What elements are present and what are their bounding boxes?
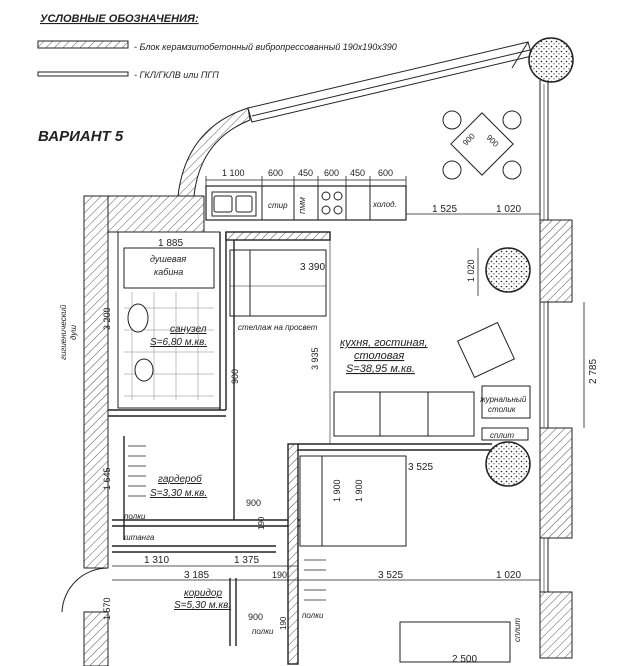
dim-2500: 2 500 [452,654,477,665]
dim-1375: 1 375 [234,555,259,566]
shower-label-1: душевая [150,254,186,264]
stove-label: стир [268,201,288,210]
dim-600c: 600 [378,168,393,178]
living-name: кухня, гостиная, [340,337,428,349]
armchair-icon [456,321,516,379]
dim-190-c: 190 [279,616,288,630]
coffee-table-icon [481,385,531,419]
wardrobe-name: гардероб [158,473,202,485]
living-name-2: столовая [354,350,404,362]
dim-1900-a: 1 900 [332,479,342,502]
shower-label-2: кабина [154,267,183,277]
split-label-2: сплит [513,618,522,642]
bar-label: штанга [124,533,155,542]
dim-1885: 1 885 [158,238,183,249]
sofa-icon [333,391,475,437]
rack [229,249,327,317]
toilet-icon [134,358,154,382]
legend-item-block: - Блок керамзитобетонный вибропрессованн… [134,42,397,52]
dim-190-a: 190 [257,516,266,530]
dim-table-900b: 900 [485,133,501,149]
kitchen-dimensions [205,176,407,186]
partitions [108,231,492,665]
left-outer-wall [83,195,205,666]
dim-1570: 1 570 [102,597,112,620]
wardrobe-area: S=3,30 м.кв. [150,488,207,499]
round-column-top [528,37,574,83]
dim-900-h2: 900 [248,612,263,622]
shelves-label-3: полки [252,627,274,636]
dim-3185: 3 185 [184,570,209,581]
legend: УСЛОВНЫЕ ОБОЗНАЧЕНИЯ: - Блок керамзитобе… [37,13,397,80]
split-unit-1 [481,427,529,441]
round-column-low [485,441,531,487]
dim-1020-b: 1 020 [496,570,521,581]
dim-1100: 1 100 [222,168,245,178]
dim-1310: 1 310 [144,555,169,566]
washbasin-icon [127,303,149,333]
bathroom-area: S=6,80 м.кв. [150,337,207,348]
dim-450b: 450 [350,168,365,178]
dim-190-b: 190 [272,570,287,580]
dishwasher-label: ПММ [300,197,307,214]
corridor-name: коридор [184,588,222,599]
shower-cabin [123,247,215,289]
dim-1900-b: 1 900 [354,479,364,502]
coffee-table-label-1: журнальный [479,395,527,404]
corridor-dimensions [112,565,540,581]
legend-item-gkl: - ГКЛ/ГКЛВ или ПГП [134,70,219,80]
legend-swatch-gkl [37,71,129,77]
dim-1645: 1 645 [102,467,112,490]
hygienic-shower-2: душ [69,325,78,340]
rack-label: стеллаж на просвет [238,323,318,332]
dim-3200: 3 200 [102,307,112,330]
cooktop-icon [321,191,343,215]
dim-1020-v: 1 020 [466,259,476,282]
coffee-table-label-2: столик [488,405,517,414]
dim-3525-a: 3 525 [408,462,433,473]
split-label-1: сплит [490,431,514,440]
dim-900-v: 900 [230,369,240,384]
dim-1525: 1 525 [432,204,457,215]
bottom-sofa-icon [399,621,511,663]
kitchen-counter: стир ПММ холод. [205,185,407,221]
corridor-area: S=5,30 м.кв. [174,600,231,611]
dim-3525-b: 3 525 [378,570,403,581]
round-column-mid [485,247,531,293]
right-window-wall [539,80,573,659]
shelves-label-1: полки [124,512,146,521]
dim-600b: 600 [324,168,339,178]
dim-2785: 2 785 [588,359,599,384]
curved-window-wall [177,37,574,197]
legend-title: УСЛОВНЫЕ ОБОЗНАЧЕНИЯ: [40,13,199,25]
dim-900-h1: 900 [246,498,261,508]
living-area: S=38,95 м.кв. [346,363,415,375]
fridge-label: холод. [372,200,397,209]
wardrobe-shelves [128,445,146,497]
dim-450a: 450 [298,168,313,178]
variant-title: ВАРИАНТ 5 [38,128,124,145]
dim-table-900a: 900 [461,131,477,147]
shelves-label-2: полки [302,611,324,620]
hygienic-shower-1: гигиенический [59,304,68,360]
legend-swatch-block [37,40,129,49]
dim-3390: 3 390 [300,262,325,273]
closet-shelves-corridor [304,559,326,601]
dining-table-icon [442,110,522,180]
dim-1020-top: 1 020 [496,204,521,215]
sink-icon [213,195,233,213]
bathroom-name: санузел [170,324,207,335]
dim-3935: 3 935 [310,347,320,370]
dim-600a: 600 [268,168,283,178]
entrance-door-icon [61,567,109,613]
